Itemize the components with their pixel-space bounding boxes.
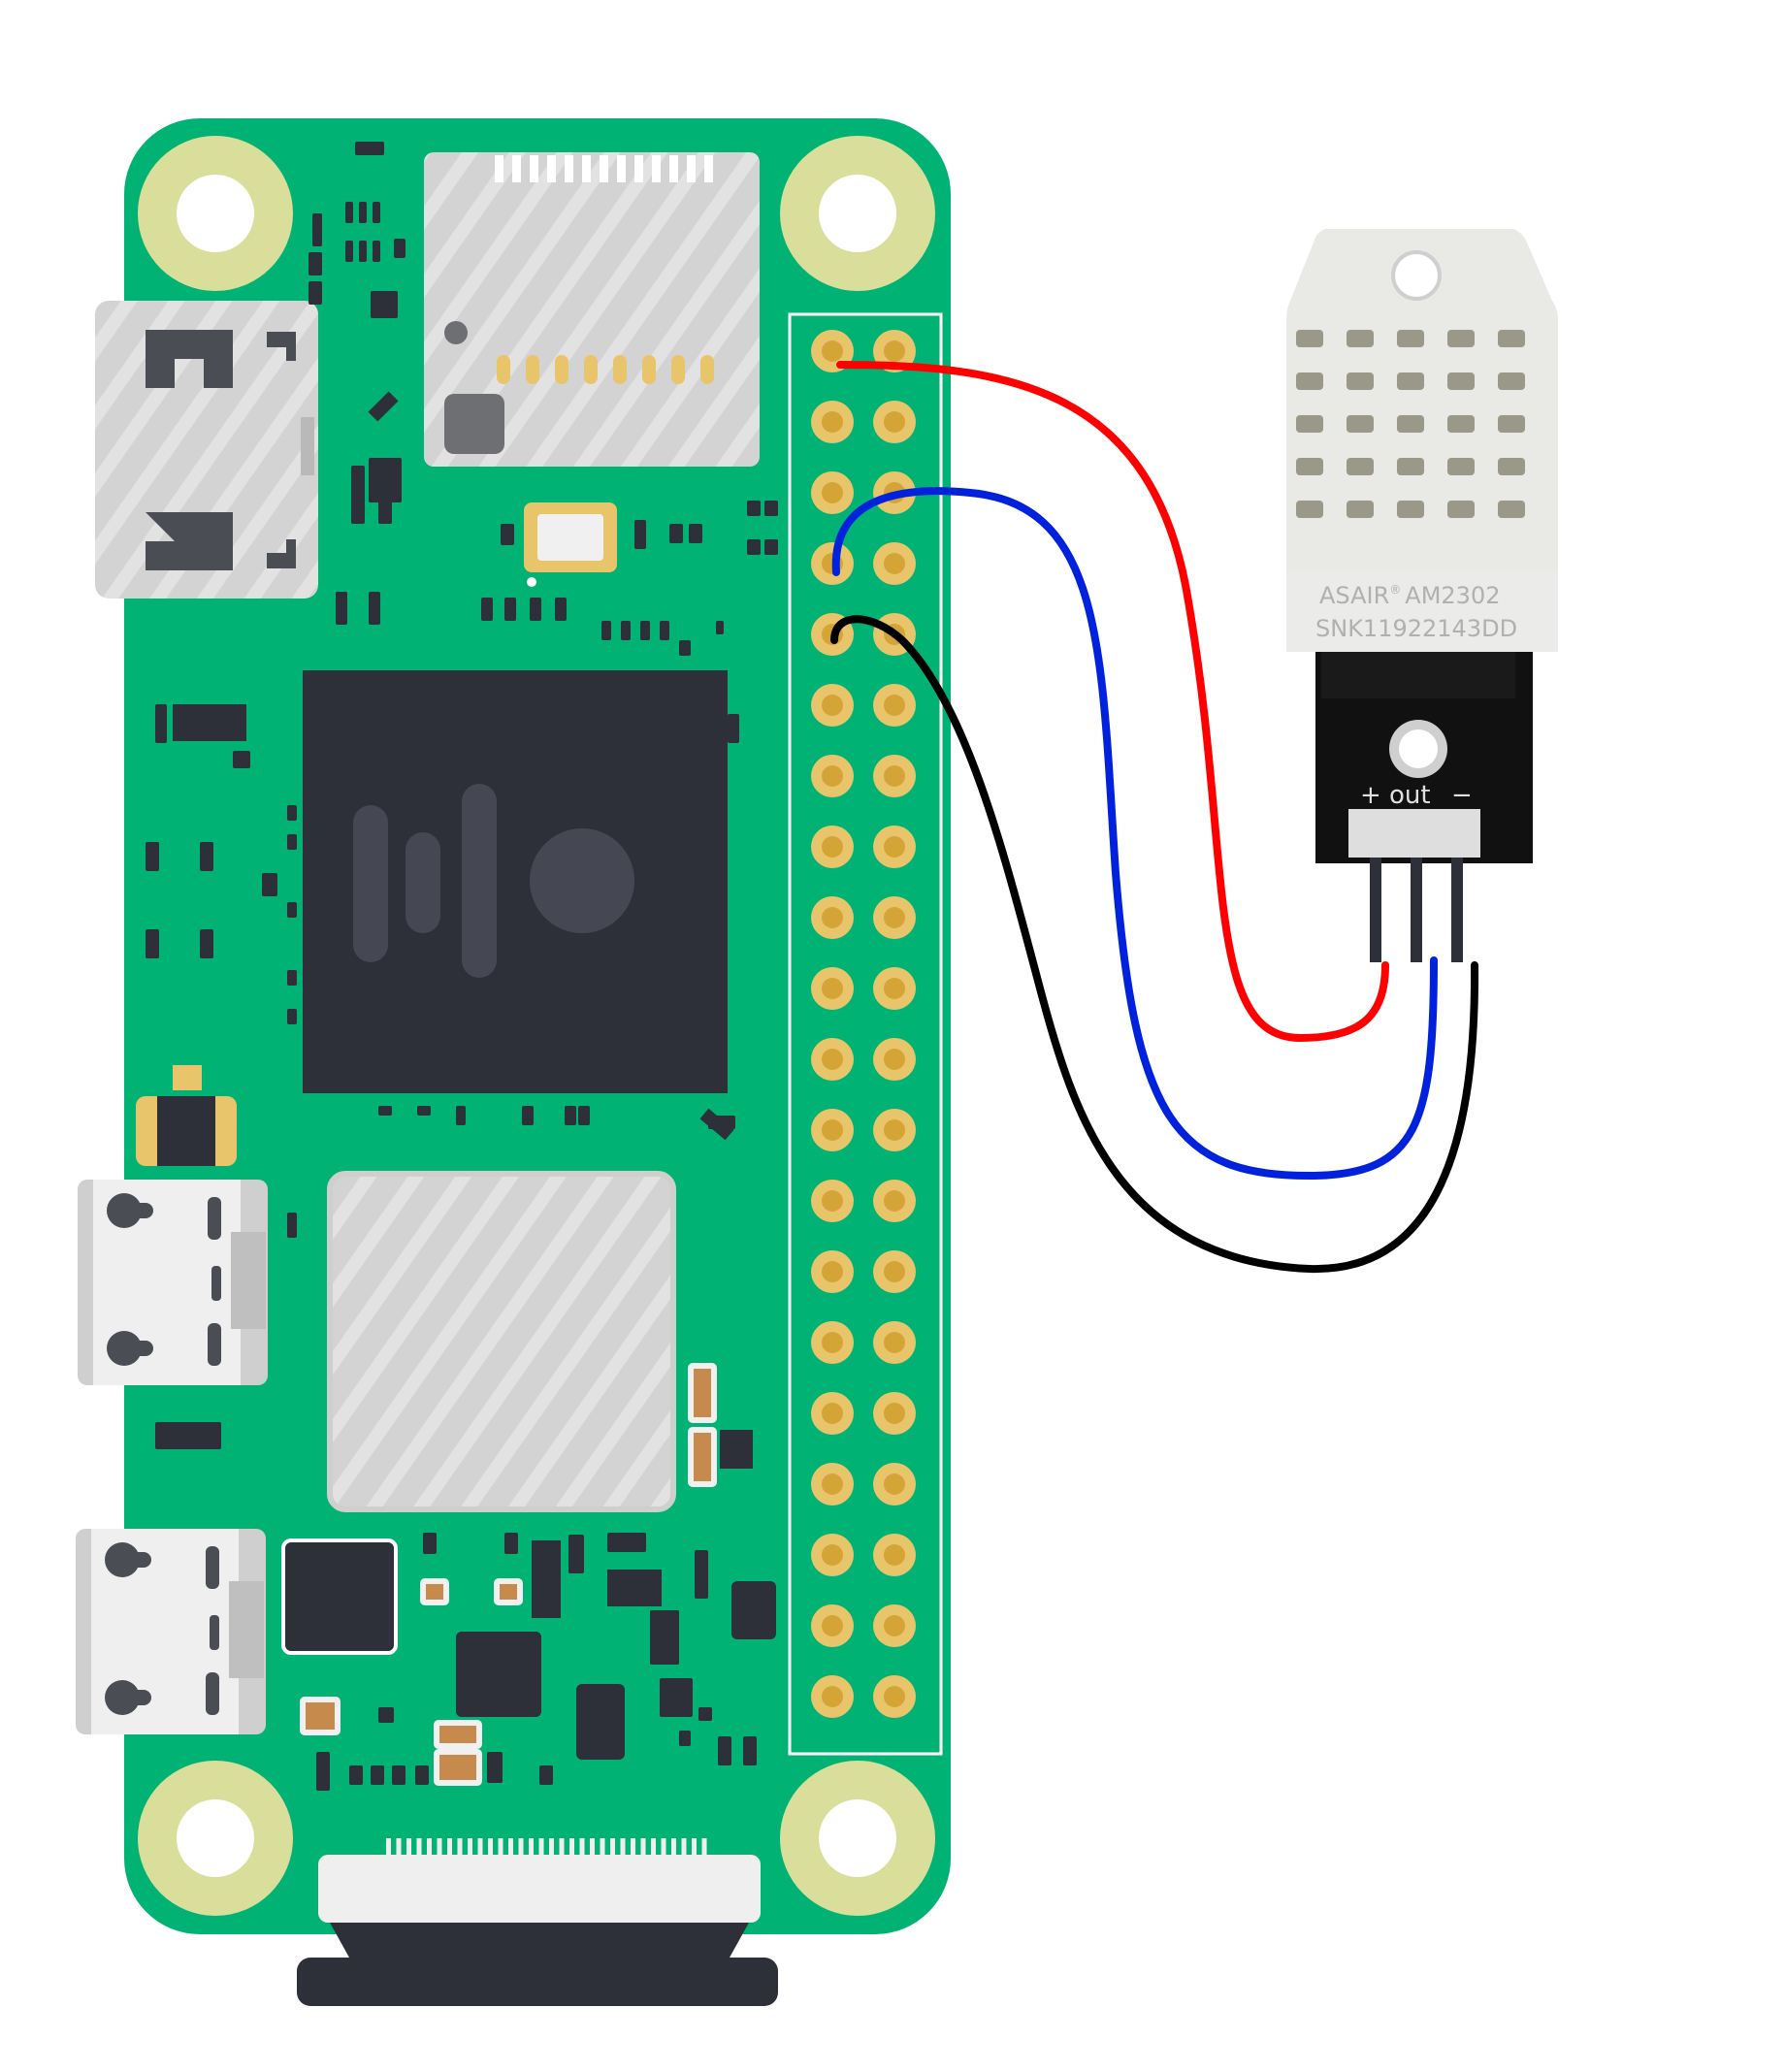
gpio-pin bbox=[873, 1463, 916, 1505]
gpio-pin bbox=[811, 1180, 854, 1222]
gpio-pin bbox=[811, 1321, 854, 1364]
mounting-hole-bottom-left bbox=[138, 1761, 293, 1916]
gpio-pin bbox=[811, 1250, 854, 1293]
gpio-pin bbox=[811, 755, 854, 797]
mounting-hole-top-left bbox=[138, 136, 293, 291]
dht22-sensor: ASAIR®AM2302 SNK11922143DD + out − bbox=[1286, 229, 1558, 962]
sensor-serial: SNK11922143DD bbox=[1315, 615, 1517, 642]
gpio-pin bbox=[873, 967, 916, 1010]
gpio-pin bbox=[811, 1392, 854, 1435]
gpio-pin bbox=[811, 1675, 854, 1718]
sensor-pin-header bbox=[1348, 809, 1480, 858]
gpio-pin bbox=[811, 684, 854, 727]
sensor-pin-label-plus: + bbox=[1360, 781, 1381, 810]
gpio-pin bbox=[873, 542, 916, 585]
gpio-pin bbox=[873, 1038, 916, 1081]
gpio-pin bbox=[811, 1604, 854, 1647]
gpio-pin bbox=[873, 1180, 916, 1222]
gpio-pin bbox=[873, 896, 916, 939]
gpio-pin bbox=[873, 826, 916, 868]
mounting-hole-top-right bbox=[780, 136, 935, 291]
gpio-pin bbox=[811, 471, 854, 514]
soc-chip bbox=[303, 670, 728, 1093]
micro-usb-power-port bbox=[78, 1180, 268, 1385]
gpio-pin bbox=[811, 401, 854, 443]
sd-contacts bbox=[497, 355, 714, 384]
gpio-pin bbox=[811, 1109, 854, 1151]
gpio-pin bbox=[811, 1534, 854, 1576]
sensor-pin-label-minus: − bbox=[1451, 781, 1473, 810]
mounting-hole-bottom-right bbox=[780, 1761, 935, 1916]
gpio-pin bbox=[873, 1534, 916, 1576]
smd-components bbox=[146, 142, 778, 1791]
gpio-pin bbox=[873, 1250, 916, 1293]
wire-data bbox=[831, 487, 1438, 1181]
rf-shield bbox=[327, 1171, 676, 1512]
gpio-pin bbox=[873, 1604, 916, 1647]
camera-connector bbox=[297, 1838, 778, 2006]
sensor-brand: ASAIR®AM2302 bbox=[1319, 582, 1500, 609]
gpio-pin bbox=[811, 967, 854, 1010]
gpio-pin bbox=[873, 1109, 916, 1151]
gpio-pin bbox=[811, 1463, 854, 1505]
wire-vcc bbox=[836, 361, 1389, 1043]
sensor-pin-label-out: out bbox=[1389, 781, 1431, 810]
microsd-slot bbox=[424, 152, 760, 467]
gpio-pin bbox=[811, 1038, 854, 1081]
gpio-pin bbox=[873, 1392, 916, 1435]
crystal bbox=[524, 502, 617, 587]
inductor bbox=[136, 1065, 237, 1166]
sensor-vents bbox=[1296, 330, 1525, 518]
gpio-pin bbox=[811, 896, 854, 939]
micro-usb-otg-port bbox=[76, 1529, 266, 1734]
gpio-pin bbox=[873, 1321, 916, 1364]
gpio-pin bbox=[873, 755, 916, 797]
gpio-pin bbox=[873, 684, 916, 727]
sensor-legs bbox=[1370, 854, 1463, 962]
raspberry-pi-board bbox=[76, 118, 951, 2006]
gpio-pin bbox=[811, 826, 854, 868]
gpio-pin bbox=[873, 401, 916, 443]
wire-gnd bbox=[830, 615, 1479, 1274]
wires bbox=[830, 361, 1479, 1274]
mini-hdmi-port bbox=[95, 301, 318, 599]
gpio-pin bbox=[873, 1675, 916, 1718]
